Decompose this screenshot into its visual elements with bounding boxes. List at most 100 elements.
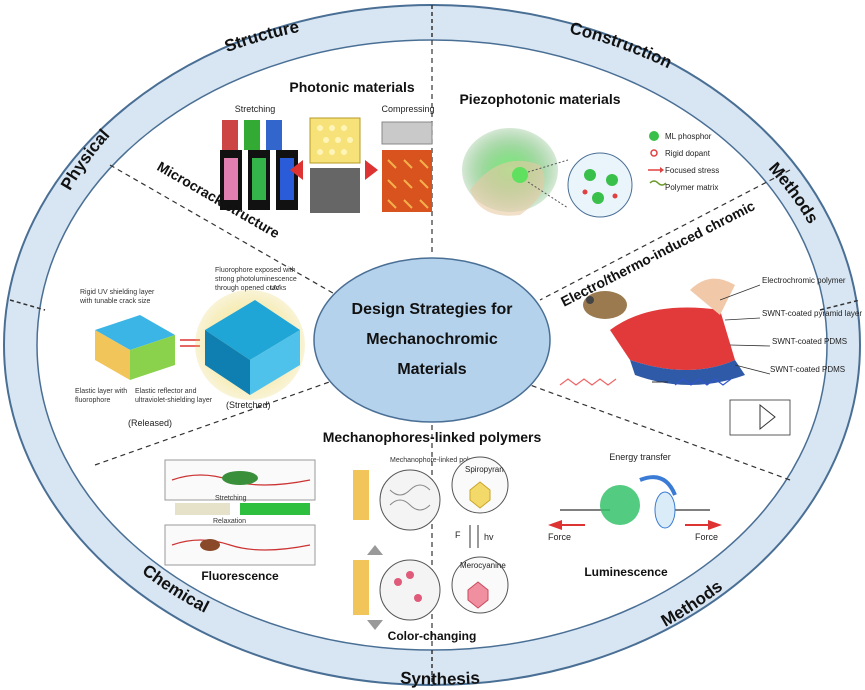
f-label: F xyxy=(455,530,461,540)
mechanophore-section: Mechanophores-linked polymers Stretching… xyxy=(164,429,722,643)
photonic-sem xyxy=(310,168,360,213)
microcrack-stretched: (Stretched) xyxy=(226,400,271,410)
piezo-legend-0: ML phosphor xyxy=(665,132,712,141)
microcrack-uv-right: UV xyxy=(270,285,280,292)
microcrack-block-top xyxy=(95,315,175,350)
piezo-zoom-content xyxy=(582,169,618,204)
color-changing-label: Color-changing xyxy=(388,629,477,643)
microcrack-stretched-left xyxy=(205,330,250,395)
mlp-zoom-2 xyxy=(379,559,441,621)
luminescence-label: Luminescence xyxy=(584,565,668,579)
mlp-zoom-1-chains xyxy=(389,484,431,511)
microcrack-rigid-1: Rigid UV shielding layer xyxy=(80,289,155,296)
microcrack-fluoro-1: Fluorophore exposed with xyxy=(215,267,296,274)
electro-label-2: SWNT-coated PDMS xyxy=(772,337,847,346)
hv-label: hv xyxy=(484,532,494,542)
piezo-title: Piezophotonic materials xyxy=(459,91,620,107)
microcrack-block-right xyxy=(130,335,175,380)
center-line-2: Mechanochromic xyxy=(366,331,498,348)
merocyanine-ring xyxy=(467,581,489,609)
electro-opamp xyxy=(759,403,776,431)
fluor-unit-top xyxy=(222,471,258,485)
fluor-panel-bottom xyxy=(164,524,316,566)
ring-label-synthesis: Synthesis xyxy=(400,668,481,689)
electro-molecule-blue xyxy=(674,378,732,386)
electro-chameleon-eye xyxy=(586,296,594,304)
lum-acceptor xyxy=(654,491,676,529)
electro-label-0: Electrochromic polymer xyxy=(762,276,846,285)
force-arrow-right xyxy=(708,520,722,530)
piezo-spot xyxy=(512,167,528,183)
microcrack-reflector-1: Elastic reflector and xyxy=(135,388,197,395)
piezo-legend: ML phosphor Rigid dopant Focused stress … xyxy=(648,131,719,192)
lum-donor xyxy=(600,485,640,525)
microcrack-stretched-right xyxy=(250,330,300,395)
spiropyran-label: Spiropyran xyxy=(465,465,504,474)
fluor-film-1 xyxy=(175,503,230,515)
electro-chameleon xyxy=(583,291,627,319)
piezo-zoom xyxy=(567,152,633,218)
cc-arrow-down xyxy=(367,620,383,630)
microcrack-released: (Released) xyxy=(128,418,172,428)
mlp-zoom-2-units xyxy=(394,571,422,602)
electro-leaders xyxy=(719,284,771,375)
microcrack-fluoro-2: strong photoluminescence xyxy=(215,276,297,283)
lum-transfer-arrow xyxy=(639,475,677,496)
piezo-section: Piezophotonic materials ML phosphor Rigi… xyxy=(459,91,719,218)
ring-divider-left xyxy=(9,299,46,311)
microcrack-stretched-top xyxy=(205,300,300,360)
microcrack-block-left xyxy=(95,330,130,380)
photonic-arrow-left xyxy=(290,160,303,180)
microcrack-section: Microcrack structure Fluorophore exposed… xyxy=(75,158,305,428)
photonic-compressing: Compressing xyxy=(381,104,434,114)
photonic-arrow-right xyxy=(365,160,378,180)
electro-circuit xyxy=(729,399,791,436)
force-arrow-left xyxy=(548,520,562,530)
force-left-label: Force xyxy=(548,532,571,542)
fluor-stretching: Stretching xyxy=(215,495,247,502)
photonic-opal-pattern xyxy=(317,125,353,155)
piezo-legend-1: Rigid dopant xyxy=(665,149,711,158)
microcrack-elastic-1: Elastic layer with xyxy=(75,388,127,395)
energy-transfer-label: Energy transfer xyxy=(609,452,671,462)
fluor-unit-bottom xyxy=(200,539,220,551)
fluor-relaxation: Relaxation xyxy=(213,518,246,525)
photonic-title: Photonic materials xyxy=(289,79,414,95)
electro-device-red xyxy=(610,307,735,370)
mlp-specimen-top xyxy=(353,470,369,520)
center-line-3: Materials xyxy=(397,361,466,378)
fluor-chain-bottom xyxy=(171,539,311,551)
photonic-stretching: Stretching xyxy=(235,104,276,114)
photonic-press xyxy=(381,121,433,145)
microcrack-fluoro-3: through opened cracks xyxy=(215,285,287,292)
microcrack-elastic-2: fluorophore xyxy=(75,397,111,404)
mechanophore-title: Mechanophores-linked polymers xyxy=(323,429,542,445)
piezo-leader-1 xyxy=(527,159,569,173)
mlp-label: Mechanophore-linked polymer xyxy=(390,457,485,464)
center-ellipse xyxy=(313,257,551,423)
piezo-legend-2: Focused stress xyxy=(665,166,719,175)
electro-molecule-red xyxy=(559,378,617,386)
mlp-specimen-bottom xyxy=(353,560,369,615)
merocyanine-label: Merocyanine xyxy=(460,561,506,570)
cc-arrow-up xyxy=(367,545,383,555)
photonic-compressed-pattern xyxy=(387,159,429,209)
electro-label-1: SWNT-coated pyramid layer xyxy=(762,309,862,318)
fluorescence-label: Fluorescence xyxy=(201,569,279,583)
fluor-film-2 xyxy=(240,503,310,515)
center-line-1: Design Strategies for xyxy=(352,301,513,318)
electro-finger xyxy=(690,278,735,315)
spiropyran-ring xyxy=(469,481,491,509)
electro-device-blue xyxy=(630,360,745,385)
mlp-zoom-1 xyxy=(379,469,441,531)
piezo-legend-3: Polymer matrix xyxy=(665,183,718,192)
photonic-section: Photonic materials Stretching Compressin… xyxy=(220,79,435,213)
force-right-label: Force xyxy=(695,532,718,542)
photonic-samples xyxy=(220,120,298,210)
inner-dividers xyxy=(94,40,791,650)
microcrack-reflector-2: ultraviolet-shielding layer xyxy=(135,397,213,404)
microcrack-rigid-2: with tunable crack size xyxy=(79,298,151,305)
electro-label-3: SWNT-coated PDMS xyxy=(770,365,845,374)
